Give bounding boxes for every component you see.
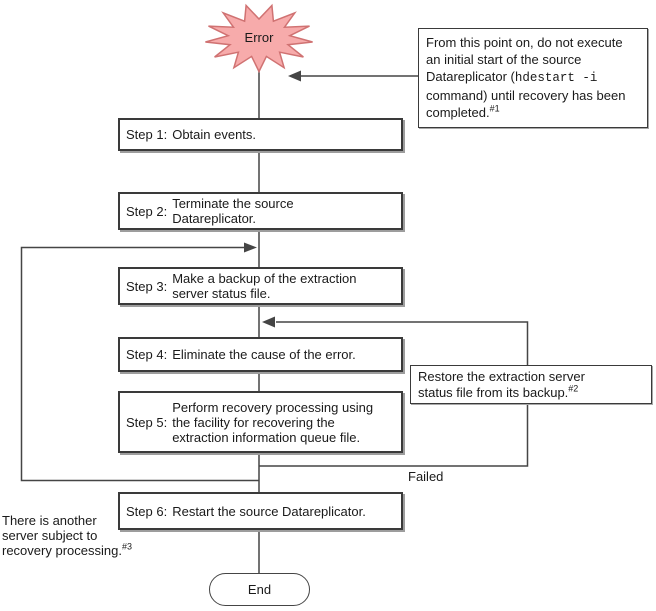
failed-arrowhead-icon xyxy=(262,316,275,328)
starburst-shape-icon xyxy=(205,3,313,73)
step-1-label: Step 1: xyxy=(126,127,168,142)
step-4-label: Step 4: xyxy=(126,347,168,362)
step-6-label: Step 6: xyxy=(126,503,168,519)
step-2-box: Step 2: Terminate the source Datareplica… xyxy=(118,192,403,230)
note-text-segment: hdestart -i xyxy=(514,71,598,85)
step-1-box: Step 1: Obtain events. xyxy=(118,118,403,151)
step-5-box: Step 5: Perform recovery processing usin… xyxy=(118,391,403,453)
initial-start-note-box: From this point on, do not execute an in… xyxy=(418,28,648,128)
note-text-segment: From this point on, do not execute an in… xyxy=(426,35,623,84)
end-terminator: End xyxy=(209,573,310,606)
step-4-box: Step 4: Eliminate the cause of the error… xyxy=(118,337,403,372)
step-6-text: Restart the source Datareplicator. xyxy=(172,503,366,519)
note-arrowhead-icon xyxy=(288,70,301,82)
note-text-segment: command) until recovery has been complet… xyxy=(426,88,626,120)
step-1-text: Obtain events. xyxy=(172,127,257,142)
restore-note-text: Restore the extraction server status fil… xyxy=(418,369,585,400)
another-server-note: There is another server subject to recov… xyxy=(2,513,182,558)
step-3-box: Step 3: Make a backup of the extraction … xyxy=(118,267,403,305)
restore-note-box: Restore the extraction server status fil… xyxy=(410,365,652,404)
error-burst: Error xyxy=(202,2,316,73)
loop-arrowhead-icon xyxy=(244,242,257,253)
note-text-segment: #1 xyxy=(489,103,500,114)
step-3-label: Step 3: xyxy=(126,278,168,294)
step-2-text: Terminate the source Datareplicator. xyxy=(172,196,294,226)
end-label: End xyxy=(247,582,272,597)
another-server-note-text: There is another server subject to recov… xyxy=(2,513,122,558)
step-2-label: Step 2: xyxy=(126,203,168,219)
error-label: Error xyxy=(244,30,274,45)
step-4-text: Eliminate the cause of the error. xyxy=(172,347,356,362)
failed-branch-label: Failed xyxy=(408,469,444,484)
step-5-text: Perform recovery processing using the fa… xyxy=(172,399,374,445)
step-6-box: Step 6: Restart the source Datareplicato… xyxy=(118,492,403,530)
restore-note-footnote-ref: #2 xyxy=(568,383,579,394)
step-5-label: Step 5: xyxy=(126,414,168,430)
loop-back-line xyxy=(20,246,259,482)
step-3-text: Make a backup of the extraction server s… xyxy=(172,271,357,301)
another-server-footnote-ref: #3 xyxy=(121,541,132,552)
